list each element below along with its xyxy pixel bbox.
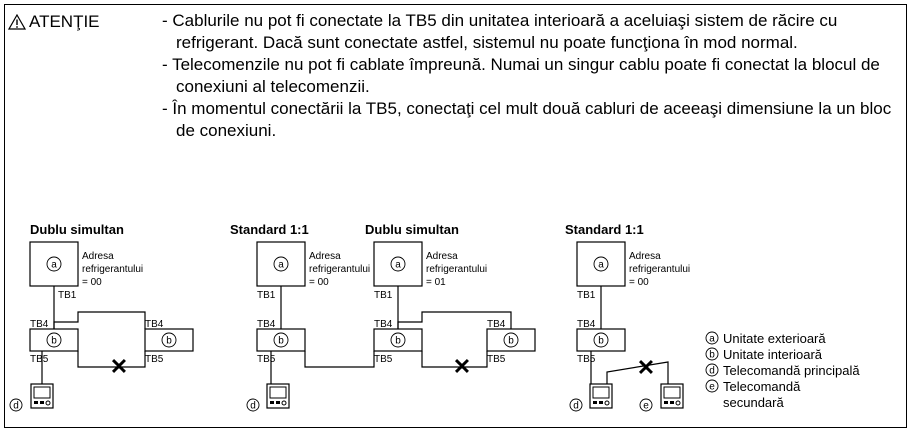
caution-title: ATENŢIE xyxy=(29,12,100,31)
indoor-unit xyxy=(256,328,306,352)
caution-frame xyxy=(4,4,907,428)
note-3: - În momentul conectării la TB5, conecta… xyxy=(162,99,892,140)
terminal-label: TB5 xyxy=(487,354,506,365)
address-value: = 00 xyxy=(82,277,102,288)
terminal-label: TB1 xyxy=(257,290,276,301)
marker-circle xyxy=(46,256,62,272)
indoor-unit xyxy=(144,328,194,352)
remote-controller-icon xyxy=(30,383,54,409)
address-value: = 00 xyxy=(309,277,329,288)
indoor-unit xyxy=(576,328,626,352)
marker-label: b xyxy=(166,336,172,347)
address-label: refrigerantului xyxy=(82,264,143,275)
legend-marker: e xyxy=(709,382,715,393)
marker-label: d xyxy=(250,401,256,412)
marker-label: a xyxy=(278,260,284,271)
legend: a Unitate exterioară b Unitate interioar… xyxy=(705,331,860,410)
note-2: - Telecomenzile nu pot fi cablate împreu… xyxy=(162,55,880,96)
outdoor-unit xyxy=(373,241,423,287)
address-label: refrigerantului xyxy=(426,264,487,275)
legend-item: Telecomandă xyxy=(723,379,801,394)
warning-triangle-icon xyxy=(8,14,26,30)
legend-item: Unitate exterioară xyxy=(723,331,826,346)
terminal-label: TB5 xyxy=(30,354,49,365)
heading-dual-1: Dublu simultan xyxy=(30,222,124,237)
marker-label: b xyxy=(395,336,401,347)
marker-label: a xyxy=(51,260,57,271)
outdoor-unit xyxy=(29,241,79,287)
terminal-label: TB4 xyxy=(487,319,506,330)
address-label: refrigerantului xyxy=(629,264,690,275)
marker-label: d xyxy=(573,401,579,412)
legend-marker: a xyxy=(709,334,715,345)
heading-standard-1: Standard 1:1 xyxy=(230,222,309,237)
address-label: Adresa xyxy=(82,251,114,262)
note-1: - Cablurile nu pot fi conectate la TB5 d… xyxy=(162,11,838,52)
remote-controller-icon xyxy=(660,383,684,409)
terminal-label: TB5 xyxy=(257,354,276,365)
address-value: = 00 xyxy=(629,277,649,288)
marker-label: e xyxy=(643,401,649,412)
cross-mark-icon: ✕ xyxy=(637,355,655,380)
marker-label: b xyxy=(508,336,514,347)
address-label: refrigerantului xyxy=(309,264,370,275)
cross-mark-icon: ✕ xyxy=(453,354,471,379)
terminal-label: TB4 xyxy=(30,319,49,330)
marker-label: b xyxy=(278,336,284,347)
terminal-label: TB1 xyxy=(577,290,596,301)
remote-controller-icon xyxy=(266,383,290,409)
remote-controller-icon xyxy=(589,383,613,409)
marker-label: d xyxy=(13,401,19,412)
legend-item: Telecomandă principală xyxy=(723,363,860,378)
marker-label: a xyxy=(395,260,401,271)
marker-label: b xyxy=(598,336,604,347)
caution-heading: ATENŢIE xyxy=(8,12,100,32)
terminal-label: TB1 xyxy=(374,290,393,301)
terminal-label: TB4 xyxy=(257,319,276,330)
heading-standard-2: Standard 1:1 xyxy=(565,222,644,237)
legend-item: Unitate interioară xyxy=(723,347,823,362)
caution-notes: - Cablurile nu pot fi conectate la TB5 d… xyxy=(162,10,897,142)
address-label: Adresa xyxy=(629,251,661,262)
terminal-label: TB4 xyxy=(145,319,164,330)
marker-label: a xyxy=(598,260,604,271)
terminal-label: TB5 xyxy=(145,354,164,365)
address-value: = 01 xyxy=(426,277,446,288)
terminal-label: TB4 xyxy=(374,319,393,330)
address-label: Adresa xyxy=(426,251,458,262)
legend-marker: b xyxy=(709,350,715,361)
outdoor-unit xyxy=(576,241,626,287)
legend-marker: d xyxy=(709,366,715,377)
outdoor-unit xyxy=(256,241,306,287)
marker-label: b xyxy=(51,336,57,347)
terminal-label: TB5 xyxy=(374,354,393,365)
terminal-label: TB5 xyxy=(577,354,596,365)
terminal-label: TB4 xyxy=(577,319,596,330)
terminal-label: TB1 xyxy=(58,290,77,301)
cross-mark-icon: ✕ xyxy=(110,354,128,379)
heading-dual-2: Dublu simultan xyxy=(365,222,459,237)
legend-item: secundară xyxy=(723,395,784,410)
address-label: Adresa xyxy=(309,251,341,262)
